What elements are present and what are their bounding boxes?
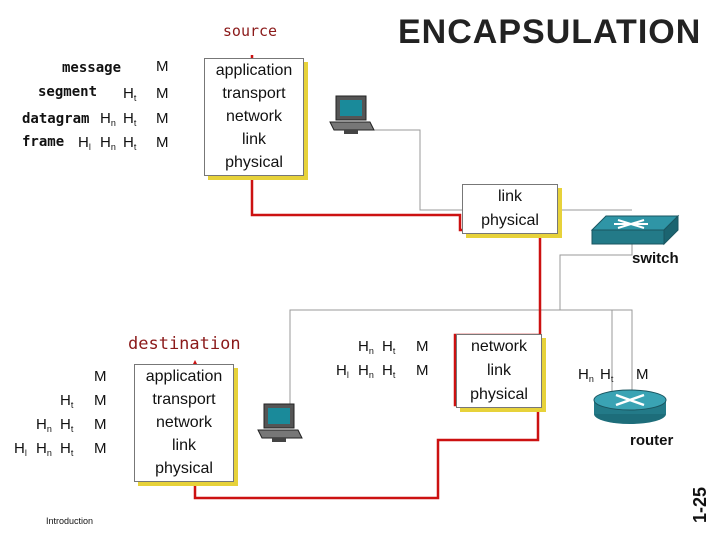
dest-datagram-Hn: Hn <box>36 416 52 434</box>
dest-layer-link: link <box>171 437 196 455</box>
source-layer-physical: physical <box>225 154 283 172</box>
segment-label: segment <box>38 84 98 100</box>
destination-label: destination <box>128 334 241 354</box>
switch-label: switch <box>632 250 679 267</box>
destination-stack: application transport network link physi… <box>134 364 234 482</box>
router-in-frame-Hl: Hl <box>336 362 349 380</box>
dest-datagram-Ht: Ht <box>60 416 74 434</box>
page-title: ENCAPSULATION <box>398 13 702 51</box>
router-label: router <box>630 432 674 449</box>
router-in-frame-Hn: Hn <box>358 362 374 380</box>
router-layer-physical: physical <box>470 386 528 403</box>
switch-layer-physical: physical <box>481 212 539 229</box>
router-stack: network link physical <box>456 334 542 408</box>
datagram-label: datagram <box>22 111 90 127</box>
source-segment-Ht: Ht <box>123 85 137 103</box>
source-frame-Ht: Ht <box>123 134 137 152</box>
frame-label: frame <box>22 134 65 150</box>
dest-segment-Ht: Ht <box>60 392 74 410</box>
source-layer-network: network <box>225 107 283 125</box>
router-icon <box>593 389 667 424</box>
source-layer-link: link <box>241 131 266 149</box>
router-in-frame-Ht: Ht <box>382 362 396 380</box>
source-computer-icon <box>329 95 375 134</box>
source-stack: application transport network link physi… <box>204 58 304 176</box>
source-frame-M: M <box>156 134 169 151</box>
router-in-datagram-Ht: Ht <box>382 338 396 356</box>
source-segment-M: M <box>156 85 169 102</box>
source-layer-application: application <box>215 61 293 79</box>
dest-message-M: M <box>94 368 107 385</box>
dest-frame-M: M <box>94 440 107 457</box>
destination-computer-icon <box>257 403 303 442</box>
footer-introduction: Introduction <box>46 516 94 526</box>
router-in-datagram-Hn: Hn <box>358 338 374 356</box>
message-label: message <box>62 60 122 76</box>
router-in-datagram-M: M <box>416 338 429 355</box>
switch-stack: link physical <box>462 184 558 234</box>
dest-datagram-M: M <box>94 416 107 433</box>
dest-layer-application: application <box>145 367 223 385</box>
router-in-frame-M: M <box>416 362 429 379</box>
source-layer-transport: transport <box>222 84 286 102</box>
source-frame-Hn: Hn <box>100 134 116 152</box>
source-datagram-Hn: Hn <box>100 110 116 128</box>
source-label: source <box>222 22 278 40</box>
dest-segment-M: M <box>94 392 107 409</box>
source-datagram-Ht: Ht <box>123 110 137 128</box>
dest-layer-transport: transport <box>152 390 216 408</box>
slide-number: 1-25 <box>690 486 710 523</box>
router-out-Hn: Hn <box>578 366 594 384</box>
dest-frame-Hn: Hn <box>36 440 52 458</box>
dest-layer-network: network <box>155 413 213 431</box>
link-switch-router <box>559 240 633 390</box>
switch-icon <box>590 214 680 246</box>
router-out-M: M <box>636 366 649 383</box>
switch-layer-link: link <box>497 188 522 205</box>
source-frame-Hl: Hl <box>78 134 91 152</box>
source-message-M: M <box>156 58 169 75</box>
router-layer-network: network <box>470 338 528 355</box>
dest-layer-physical: physical <box>155 460 213 478</box>
dest-frame-Ht: Ht <box>60 440 74 458</box>
dest-frame-Hl: Hl <box>14 440 27 458</box>
router-out-Ht: Ht <box>600 366 614 384</box>
source-datagram-M: M <box>156 110 169 127</box>
link-router-dest <box>289 309 613 415</box>
router-layer-link: link <box>486 362 511 379</box>
